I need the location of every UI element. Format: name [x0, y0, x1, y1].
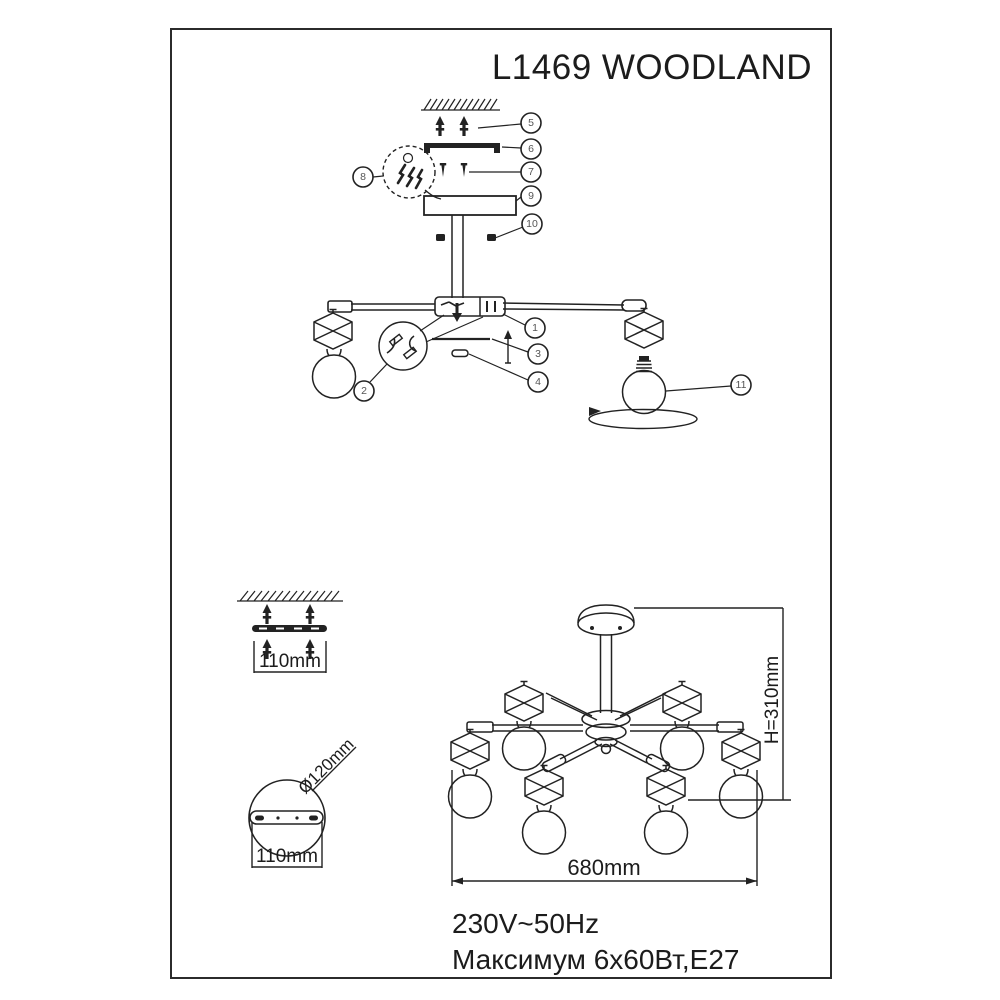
down-rod	[599, 634, 613, 713]
callout-label: 8	[360, 171, 366, 183]
hub-assembly	[434, 296, 506, 322]
rotation-arrow-icon	[588, 407, 698, 430]
nut	[436, 234, 445, 241]
right-arm	[502, 299, 647, 312]
callout-label: 4	[535, 376, 541, 388]
spec-block: 230V~50Hz Максимум 6x60Вт,E27	[452, 906, 739, 978]
width-dimension	[451, 770, 758, 886]
callout-9: 9	[520, 185, 542, 207]
callout-label: 9	[528, 190, 534, 202]
light-bulb	[718, 768, 764, 819]
bracket-span-label: 110mm	[259, 651, 321, 672]
cage-shade	[313, 308, 353, 350]
cage-shade	[624, 307, 664, 349]
fixture-height-label: H=310mm	[762, 656, 783, 744]
hub-body	[581, 709, 631, 755]
callout-label: 11	[736, 379, 747, 391]
socket	[645, 753, 671, 773]
down-rod	[451, 215, 464, 298]
callout-6: 6	[520, 138, 542, 160]
ceiling-canopy	[577, 604, 635, 636]
anchor-icon	[434, 115, 446, 137]
front-arms	[559, 739, 653, 764]
callout-3: 3	[527, 343, 549, 365]
callout-5: 5	[520, 112, 542, 134]
leader-lines	[369, 123, 732, 392]
light-bulb	[643, 804, 689, 855]
page-border	[170, 28, 832, 979]
connection-detail-bubble	[378, 314, 484, 371]
side-arms	[492, 724, 719, 732]
socket	[716, 721, 744, 733]
callout-11: 11	[730, 374, 752, 396]
callout-label: 3	[535, 348, 541, 360]
mounting-bracket	[424, 143, 500, 153]
spec-voltage: 230V~50Hz	[452, 908, 600, 939]
ceiling-hatch	[421, 98, 500, 111]
pipe-part	[432, 330, 512, 364]
dimension-bracket	[251, 822, 323, 868]
socket	[466, 721, 494, 733]
canopy-span-label: 110mm	[256, 846, 318, 867]
callout-label: 6	[528, 143, 534, 155]
grub-part	[451, 349, 469, 358]
anchor-icon	[304, 603, 316, 625]
product-title: L1469 WOODLAND	[491, 48, 812, 87]
spec-power: Максимум 6x60Вт,E27	[452, 944, 740, 975]
diameter-leader	[311, 746, 357, 792]
callout-10: 10	[521, 213, 543, 235]
callout-label: 2	[361, 385, 367, 397]
cage-shade	[524, 764, 564, 806]
exploded-view: 5 6 7 9 10 8 1 3 4 2 11	[311, 98, 752, 430]
screw-icon	[460, 162, 468, 178]
dimension-bracket	[253, 641, 327, 673]
bulb-part	[621, 356, 667, 415]
fixture-front-view: 680mm H=310mm	[447, 604, 791, 886]
cage-shade	[721, 728, 761, 770]
callout-label: 5	[528, 117, 534, 129]
canopy-bar	[249, 810, 324, 825]
cage-shade	[504, 680, 544, 722]
left-arm	[327, 300, 435, 313]
nut	[487, 234, 496, 241]
callout-label: 1	[532, 322, 538, 334]
callout-label: 7	[528, 166, 534, 178]
screw-icon	[439, 162, 447, 178]
ceiling-hatch	[237, 590, 343, 602]
height-dimension	[634, 607, 791, 801]
cage-shade	[662, 680, 702, 722]
anchor-icon	[458, 115, 470, 137]
callout-label: 10	[526, 218, 538, 230]
callout-8: 8	[352, 166, 374, 188]
canopy-plate	[423, 195, 517, 216]
light-bulb	[311, 348, 357, 399]
upper-arms	[545, 692, 667, 721]
callout-7: 7	[520, 161, 542, 183]
canopy-diameter-label: Ø120mm	[295, 735, 358, 798]
canopy-circle	[248, 779, 326, 857]
callout-4: 4	[527, 371, 549, 393]
anchor-icon	[261, 603, 273, 625]
light-bulb	[521, 804, 567, 855]
wiring-detail-bubble	[382, 145, 442, 200]
callout-1: 1	[524, 317, 546, 339]
fixture-width-label: 680mm	[567, 855, 640, 880]
mounting-bar	[252, 625, 327, 632]
light-bulb	[501, 720, 547, 771]
cage-shade	[450, 728, 490, 770]
light-bulb	[447, 768, 493, 819]
canopy-dimension-diagram: Ø120mm 110mm	[248, 735, 358, 868]
callout-2: 2	[353, 380, 375, 402]
mounting-template-diagram: 110mm	[237, 590, 343, 673]
